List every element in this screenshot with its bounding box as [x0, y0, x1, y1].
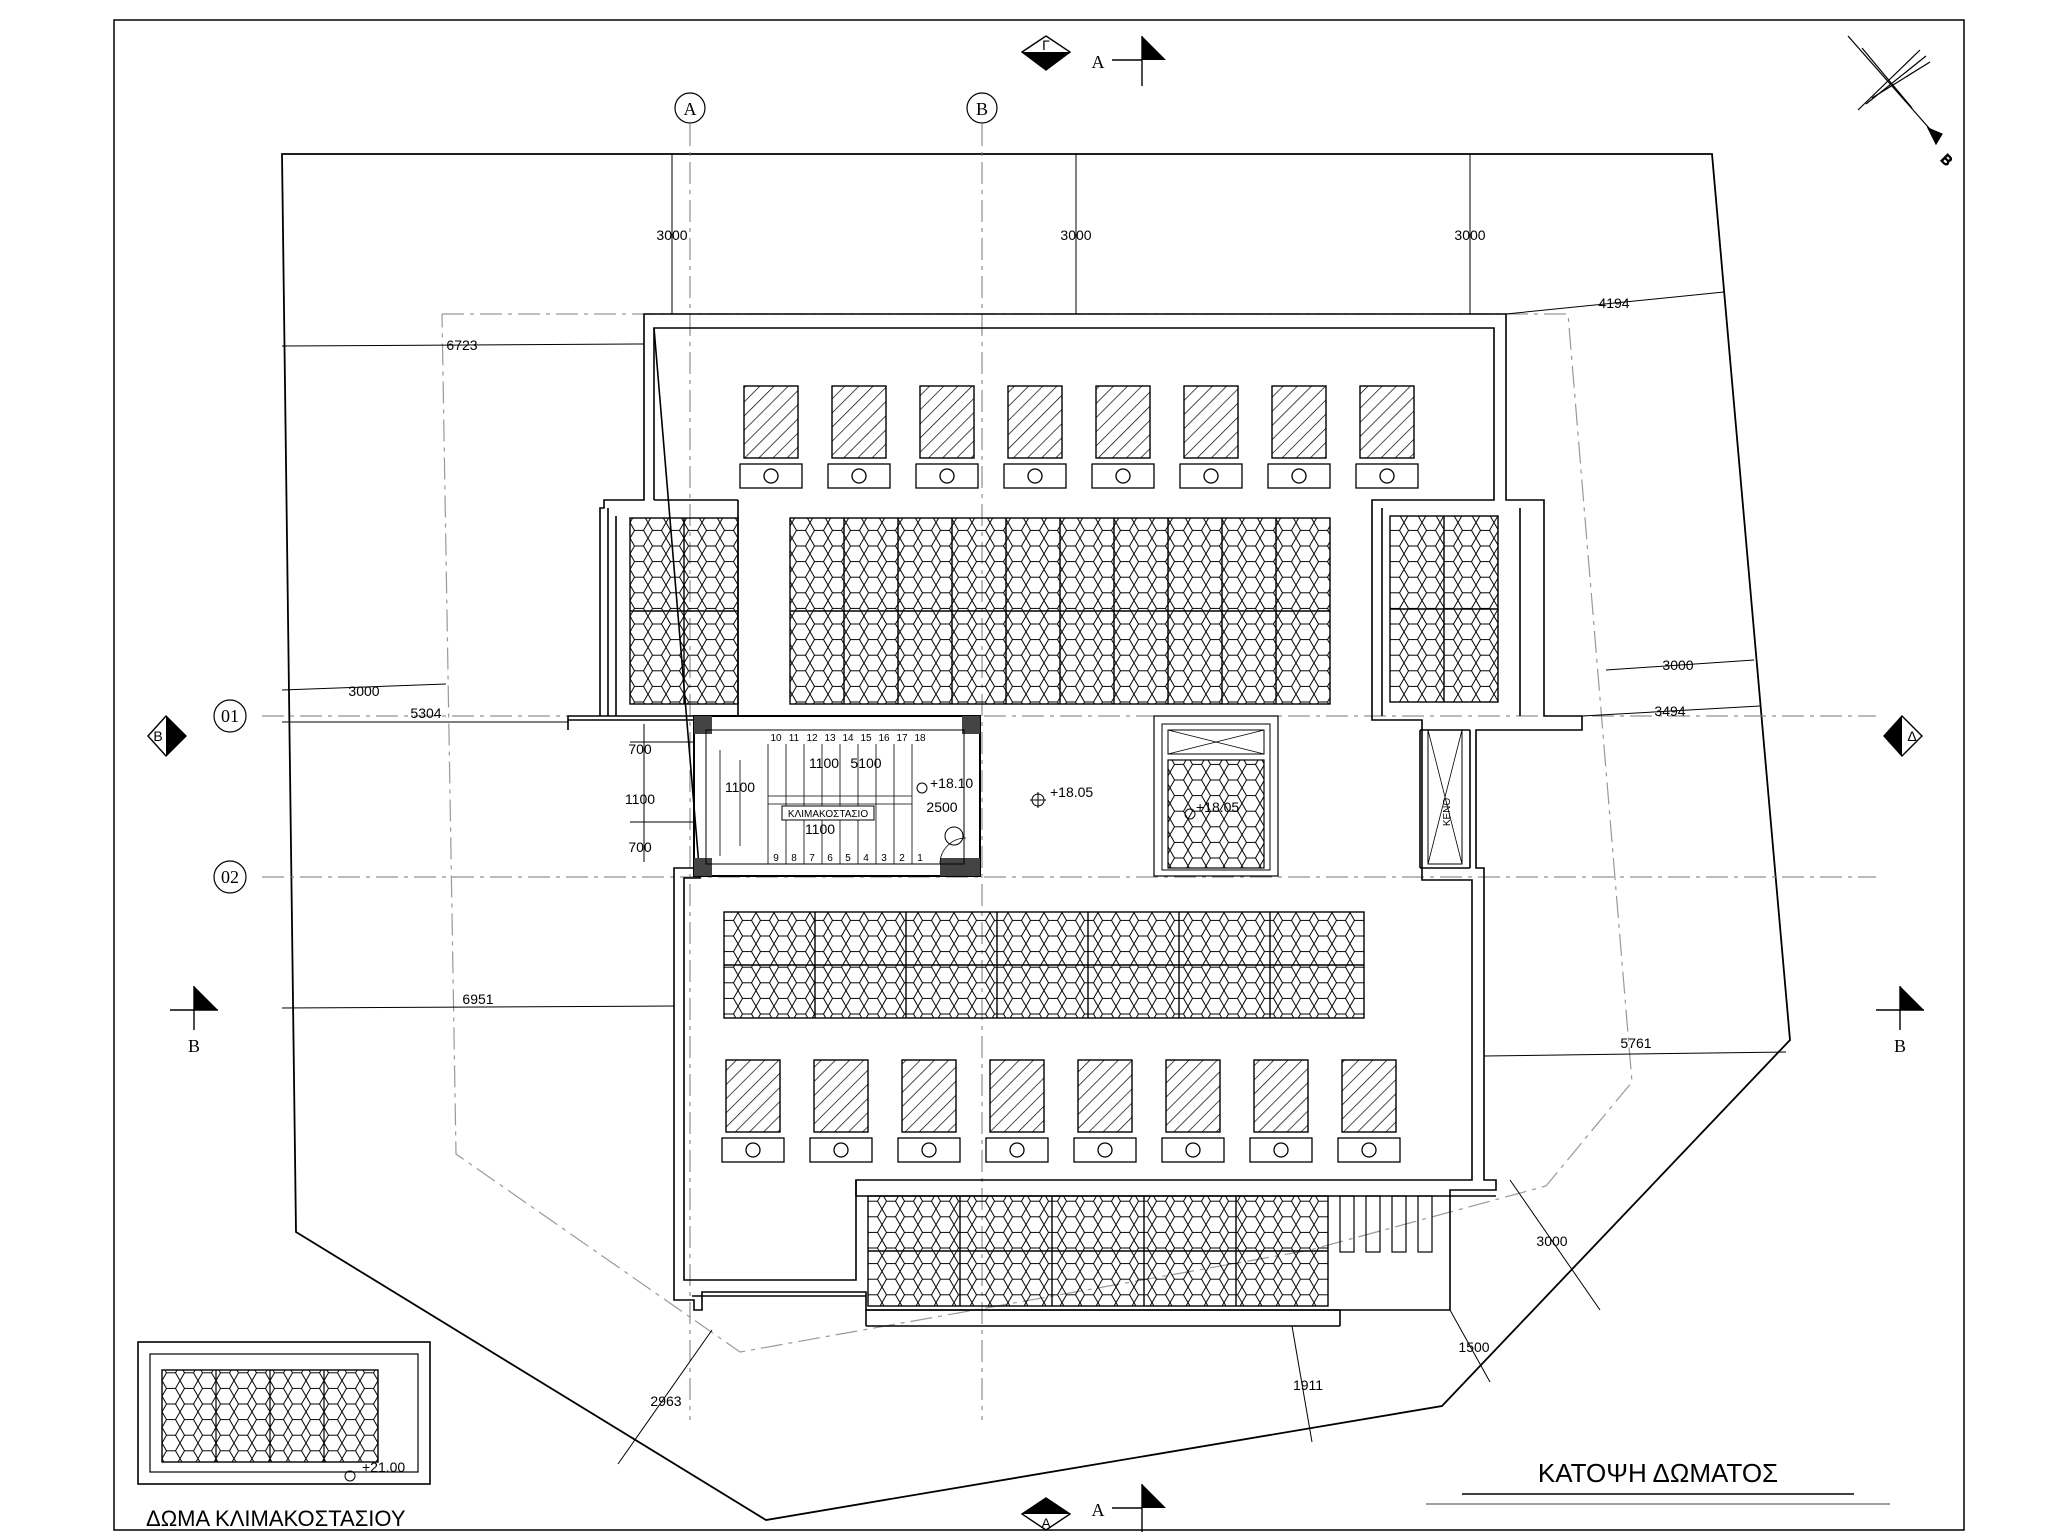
roof-level-marker: +18.05 [1030, 784, 1093, 808]
void-shaft: ΚΕΝΟ [1427, 729, 1463, 865]
stair-step-number: 9 [773, 853, 779, 864]
svg-text:+18.05: +18.05 [1196, 799, 1239, 815]
svg-text:700: 700 [628, 839, 652, 855]
stair-step-number: 1 [917, 853, 923, 864]
water-tanks-top [739, 463, 1419, 489]
svg-text:A: A [684, 99, 697, 119]
stair-step-number: 16 [878, 733, 890, 744]
stair-step-number: 4 [863, 853, 869, 864]
north-arrow-icon: B [1847, 35, 1956, 169]
svg-text:1100: 1100 [725, 779, 755, 795]
dimension-lines [281, 154, 1787, 1465]
setback-line [441, 313, 1633, 1353]
svg-text:B: B [1894, 1036, 1906, 1056]
svg-text:4194: 4194 [1598, 295, 1629, 311]
svg-text:A: A [1092, 1500, 1105, 1520]
section-marker-bottom-alpha: A [1020, 1497, 1072, 1531]
svg-text:Δ: Δ [1907, 728, 1916, 744]
svg-text:1500: 1500 [1458, 1339, 1489, 1355]
sheet-border [113, 19, 1965, 1531]
svg-text:6723: 6723 [446, 337, 477, 353]
stair-step-number: 17 [896, 733, 908, 744]
stair-step-numbers-top: 10 11 12 13 14 15 16 17 18 [770, 733, 926, 744]
section-marker-top-gamma: Γ [1020, 35, 1072, 71]
svg-text:3000: 3000 [1536, 1233, 1567, 1249]
drawing-title: ΚΑΤΟΨΗ ΔΩΜΑΤΟΣ [1538, 1458, 1778, 1488]
svg-text:01: 01 [221, 706, 239, 726]
section-marker-right-delta: Δ [1883, 714, 1923, 758]
svg-text:02: 02 [221, 867, 239, 887]
pv-panels [629, 515, 1499, 1307]
stair-step-number: 13 [824, 733, 836, 744]
grid-bubble-b: B [966, 92, 998, 124]
dimension-texts: 3000 3000 3000 6723 4194 3000 5304 3000 … [348, 227, 1693, 1409]
section-marker-top-a: A [1092, 36, 1166, 86]
water-tanks-bottom [721, 1137, 1401, 1163]
svg-text:6951: 6951 [462, 991, 493, 1007]
stair-step-number: 3 [881, 853, 887, 864]
svg-text:1100: 1100 [625, 791, 655, 807]
stair-step-number: 10 [770, 733, 782, 744]
grid-bubble-01: 01 [213, 699, 247, 733]
svg-text:3000: 3000 [1060, 227, 1091, 243]
svg-text:B: B [1938, 151, 1956, 169]
svg-text:2500: 2500 [926, 799, 957, 815]
stair-step-number: 14 [842, 733, 854, 744]
svg-text:5100: 5100 [850, 755, 881, 771]
stair-step-numbers-bottom: 9 8 7 6 5 4 3 2 1 [773, 853, 923, 864]
stair-step-number: 15 [860, 733, 872, 744]
inset-stair-roof: +21.00 [137, 1341, 431, 1485]
stair-step-number: 8 [791, 853, 797, 864]
stair-step-number: 2 [899, 853, 905, 864]
bottom-right-bays [1339, 1195, 1433, 1253]
svg-text:A: A [1041, 1515, 1051, 1531]
stairwell: ΚΛΙΜΑΚΟΣΤΑΣΙΟ 1100 5100 1100 1100 2500 +… [693, 715, 981, 877]
section-marker-left-beta: B [147, 714, 187, 758]
svg-text:ΚΕΝΟ: ΚΕΝΟ [1442, 798, 1453, 827]
plot-boundary [281, 153, 1791, 1521]
svg-text:5304: 5304 [410, 705, 441, 721]
svg-text:B: B [976, 99, 988, 119]
grid-lines [262, 124, 1876, 1420]
svg-text:Γ: Γ [1042, 37, 1050, 53]
svg-text:5761: 5761 [1620, 1035, 1651, 1051]
grid-bubble-02: 02 [213, 860, 247, 894]
svg-text:B: B [153, 728, 162, 744]
svg-text:3000: 3000 [348, 683, 379, 699]
svg-text:+18.05: +18.05 [1050, 784, 1093, 800]
svg-text:ΚΛΙΜΑΚΟΣΤΑΣΙΟ: ΚΛΙΜΑΚΟΣΤΑΣΙΟ [788, 809, 868, 820]
svg-text:700: 700 [628, 741, 652, 757]
central-skylight: +18.05 [1153, 715, 1279, 877]
solar-collectors-top [743, 385, 1415, 459]
section-marker-left-b: B [170, 986, 218, 1056]
svg-text:3000: 3000 [656, 227, 687, 243]
svg-text:B: B [188, 1036, 200, 1056]
stair-step-number: 12 [806, 733, 818, 744]
stair-step-number: 5 [845, 853, 851, 864]
grid-bubble-a: A [674, 92, 706, 124]
stair-step-number: 11 [789, 733, 800, 744]
svg-text:1100: 1100 [805, 821, 835, 837]
svg-text:3494: 3494 [1654, 703, 1685, 719]
svg-text:1100: 1100 [809, 755, 839, 771]
solar-collectors-bottom [725, 1059, 1397, 1133]
stair-step-number: 6 [827, 853, 833, 864]
svg-text:A: A [1092, 52, 1105, 72]
svg-text:+18.10: +18.10 [930, 775, 973, 791]
stair-step-number: 18 [914, 733, 926, 744]
stair-step-number: 7 [809, 853, 815, 864]
inset-title: ΔΩΜΑ ΚΛΙΜΑΚΟΣΤΑΣΙΟΥ [146, 1506, 406, 1531]
svg-text:1911: 1911 [1293, 1377, 1323, 1393]
svg-text:2963: 2963 [650, 1393, 681, 1409]
svg-text:3000: 3000 [1662, 657, 1693, 673]
section-marker-bottom-a: A [1092, 1484, 1166, 1532]
svg-text:3000: 3000 [1454, 227, 1485, 243]
svg-text:+21.00: +21.00 [362, 1459, 405, 1475]
section-marker-right-b: B [1876, 986, 1924, 1056]
